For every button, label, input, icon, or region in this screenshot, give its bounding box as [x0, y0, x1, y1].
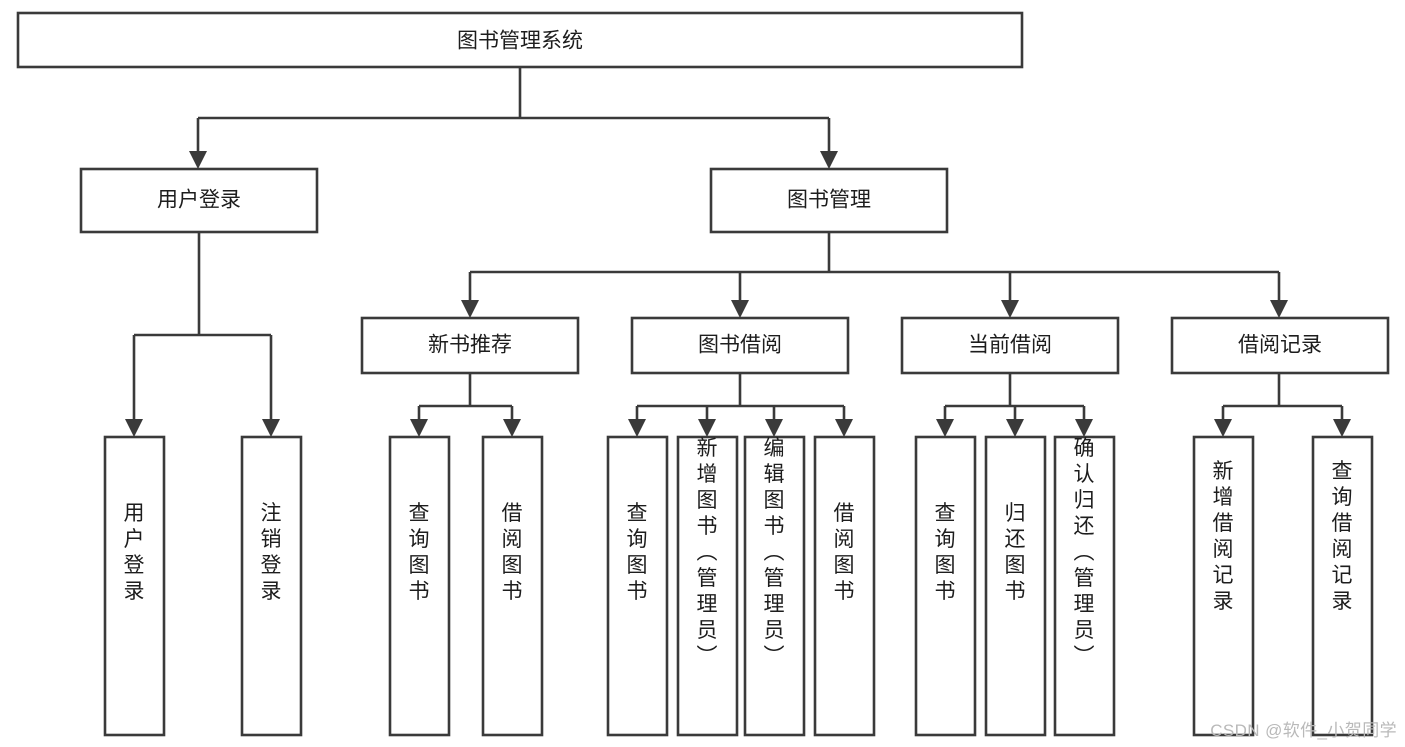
leaf-query-record-box[interactable]	[1311, 435, 1374, 737]
connector-bookmanage-to-level3	[461, 232, 1288, 318]
leaf-query-record[interactable]: 查询借阅记录	[1311, 435, 1374, 737]
node-user-login-box[interactable]	[79, 167, 319, 234]
leaf-add-record-box[interactable]	[1192, 435, 1255, 737]
node-book-borrow-box[interactable]	[630, 316, 850, 375]
leaf-borrow-book-2-box[interactable]	[813, 435, 876, 737]
node-current-borrow-label: 当前借阅	[968, 334, 1052, 357]
node-new-book-rec[interactable]: 新书推荐	[360, 316, 580, 375]
leaf-user-login-box[interactable]	[103, 435, 166, 737]
node-borrow-record-label: 借阅记录	[1238, 334, 1322, 357]
leaf-user-login-label: 用户登录	[124, 502, 145, 603]
leaf-query-book-2[interactable]: 查询图书	[606, 435, 669, 737]
leaf-confirm-return-admin[interactable]: 确认归还︵管理员︶	[1053, 435, 1116, 737]
node-user-login-label: 用户登录	[157, 189, 241, 212]
leaf-user-login[interactable]: 用户登录	[103, 435, 166, 737]
leaf-return-book-label: 归还图书	[1005, 502, 1026, 603]
leaf-add-book-admin-label: 新增图书︵管理员︶	[697, 437, 718, 668]
leaf-edit-book-admin-box[interactable]	[743, 435, 806, 737]
leaf-query-book-2-box[interactable]	[606, 435, 669, 737]
leaf-confirm-return-admin-label: 确认归还︵管理员︶	[1074, 437, 1095, 668]
leaf-borrow-book-1-label: 借阅图书	[502, 502, 523, 603]
leaf-add-book-admin-box[interactable]	[676, 435, 739, 737]
node-current-borrow[interactable]: 当前借阅	[900, 316, 1120, 375]
node-borrow-record-box[interactable]	[1170, 316, 1390, 375]
leaf-query-book-1-box[interactable]	[388, 435, 451, 737]
leaf-borrow-book-2-label: 借阅图书	[834, 502, 855, 603]
leaf-query-book-3-label: 查询图书	[935, 502, 956, 603]
leaf-logout-label: 注销登录	[261, 502, 282, 603]
leaf-query-book-3-box[interactable]	[914, 435, 977, 737]
leaf-edit-book-admin[interactable]: 编辑图书︵管理员︶	[743, 435, 806, 737]
connector-bookborrow-to-leaves	[628, 373, 853, 437]
leaf-borrow-book-1-box[interactable]	[481, 435, 544, 737]
node-new-book-rec-box[interactable]	[360, 316, 580, 375]
leaf-query-book-1[interactable]: 查询图书	[388, 435, 451, 737]
connector-userlogin-to-leaves	[125, 232, 280, 437]
node-book-borrow-label: 图书借阅	[698, 334, 782, 357]
leaf-return-book-box[interactable]	[984, 435, 1047, 737]
csdn-watermark: CSDN @软件_小贺同学	[1210, 721, 1397, 740]
node-root-box[interactable]	[16, 11, 1024, 69]
leaf-add-record[interactable]: 新增借阅记录	[1192, 435, 1255, 737]
leaf-query-record-label: 查询借阅记录	[1332, 460, 1353, 613]
connector-root-to-level2	[189, 67, 838, 169]
connector-borrowrecord-to-leaves	[1214, 373, 1351, 437]
leaf-confirm-return-admin-box[interactable]	[1053, 435, 1116, 737]
node-book-borrow[interactable]: 图书借阅	[630, 316, 850, 375]
leaf-query-book-1-label: 查询图书	[409, 502, 430, 603]
leaf-return-book[interactable]: 归还图书	[984, 435, 1047, 737]
node-borrow-record[interactable]: 借阅记录	[1170, 316, 1390, 375]
leaf-query-book-3[interactable]: 查询图书	[914, 435, 977, 737]
node-book-manage-box[interactable]	[709, 167, 949, 234]
node-new-book-rec-label: 新书推荐	[428, 334, 512, 357]
leaf-logout[interactable]: 注销登录	[240, 435, 303, 737]
node-current-borrow-box[interactable]	[900, 316, 1120, 375]
leaf-add-book-admin[interactable]: 新增图书︵管理员︶	[676, 435, 739, 737]
connector-currentborrow-to-leaves	[936, 373, 1093, 437]
leaf-edit-book-admin-label: 编辑图书︵管理员︶	[764, 437, 785, 668]
node-root-label: 图书管理系统	[457, 30, 583, 53]
connector-newbook-to-leaves	[410, 373, 521, 437]
leaf-logout-box[interactable]	[240, 435, 303, 737]
leaf-add-record-label: 新增借阅记录	[1213, 460, 1234, 613]
leaf-borrow-book-1[interactable]: 借阅图书	[481, 435, 544, 737]
leaf-query-book-2-label: 查询图书	[627, 502, 648, 603]
node-root[interactable]: 图书管理系统	[16, 11, 1024, 69]
node-book-manage-label: 图书管理	[787, 189, 871, 212]
node-book-manage[interactable]: 图书管理	[709, 167, 949, 234]
leaf-borrow-book-2[interactable]: 借阅图书	[813, 435, 876, 737]
node-user-login[interactable]: 用户登录	[79, 167, 319, 234]
